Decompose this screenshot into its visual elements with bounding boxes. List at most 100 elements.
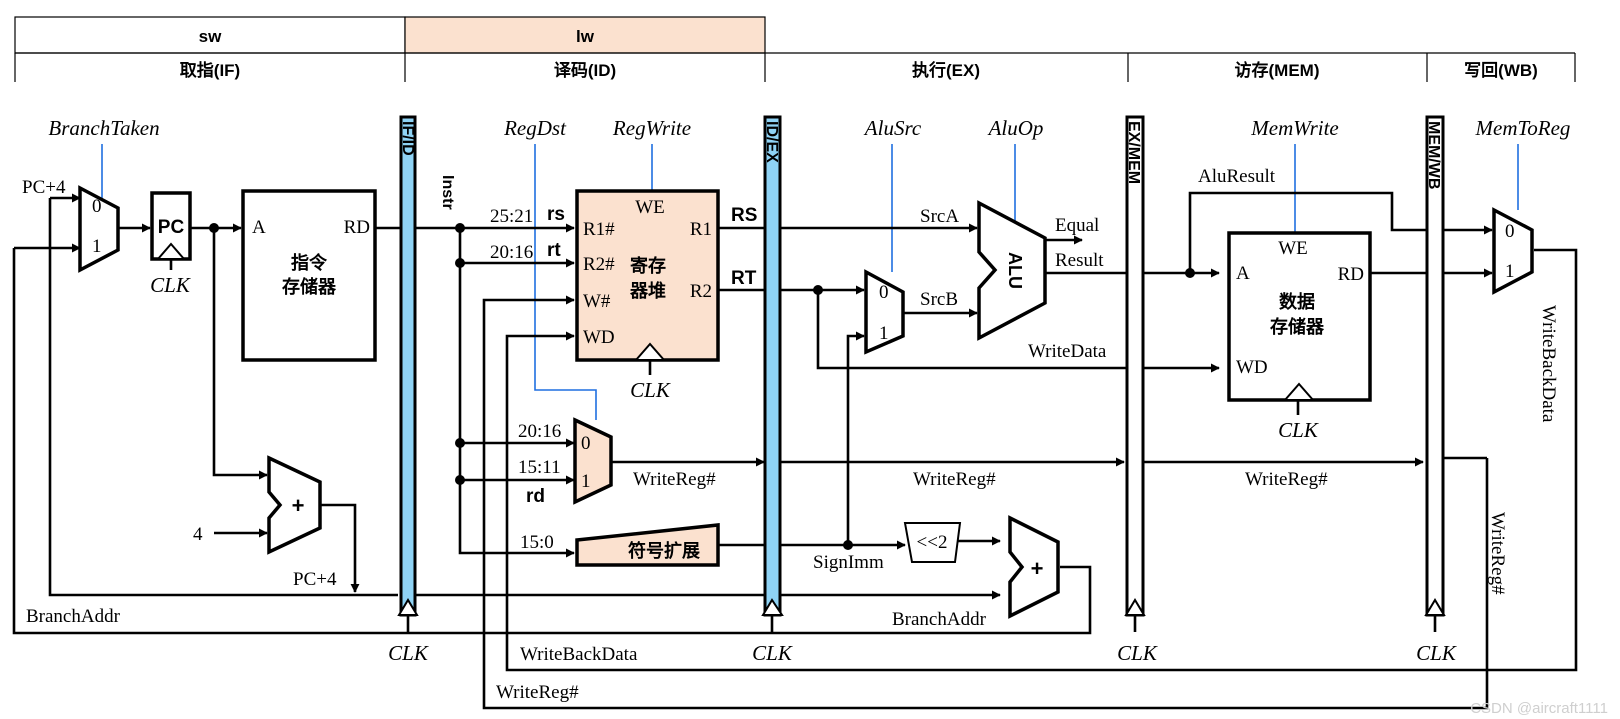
equal-label: Equal [1055,215,1099,236]
branch-adder: + [1008,515,1060,619]
sign-extend: 符号扩展 [575,523,720,567]
write-reg-label-mem: WriteReg# [1245,469,1328,490]
if-id-label: IF/ID [399,121,416,156]
const-four: 4 [193,524,203,545]
pc-plus4-label-2: PC+4 [293,569,337,590]
mem-wb-label: MEM/WB [1425,121,1442,189]
rf-clk: CLK [630,378,671,402]
shift-label: <<2 [917,532,948,553]
mem-to-reg-mux-0: 0 [1505,221,1515,242]
imem-a: A [252,217,266,238]
alu-op-label: AluOp [987,116,1044,140]
rf-r2n: R2# [583,254,615,275]
rf-wd: WD [583,327,615,348]
sign-ext-label: 符号扩展 [628,540,701,561]
ex-mem-clk: CLK [1117,641,1158,665]
alu-src-mux-0: 0 [879,282,889,303]
branch-addr-label-1: BranchAddr [26,606,121,627]
reg-dst-mux: 0 1 [573,417,613,505]
dmem-a: A [1236,263,1250,284]
rf-r2: R2 [690,281,712,302]
branch-addr-label-2: BranchAddr [892,609,987,630]
RS-label: RS [731,205,757,226]
reg-dst-label: RegDst [503,116,567,140]
bits-15-0: 15:0 [520,532,554,553]
imem-title-2: 存储器 [282,276,337,297]
src-b-label: SrcB [920,289,958,310]
ex-mem-register: EX/MEM CLK [1117,115,1158,665]
mem-to-reg-mux: 0 1 [1492,207,1534,295]
pc-mux-1: 1 [92,236,102,257]
dmem-title-1: 数据 [1279,291,1315,312]
rf-title-1: 寄存 [630,255,666,276]
pc-adder: + [267,455,322,555]
shift-left-2: <<2 [903,522,962,563]
RT-label: RT [731,268,757,289]
pc-clk: CLK [150,273,191,297]
branch-taken-label: BranchTaken [48,116,159,140]
write-reg-label-bottom: WriteReg# [496,682,579,703]
rd-label: rd [526,486,545,507]
bits-15-11: 15:11 [518,457,561,478]
alu-src-mux: 0 1 [864,269,905,355]
mem-to-reg-mux-1: 1 [1505,261,1515,282]
rf-r1: R1 [690,219,712,240]
alu-result-label: AluResult [1198,166,1276,187]
pc-adder-plus: + [292,493,305,518]
write-reg-label-wb: WriteReg# [1487,512,1508,595]
if-id-clk: CLK [388,641,429,665]
stage-id: 译码(ID) [554,61,616,80]
dmem-title-2: 存储器 [1270,316,1325,337]
bits-25-21: 25:21 [490,206,533,227]
bits-20-16-b: 20:16 [518,421,561,442]
pc-register: PC CLK [150,191,192,297]
instruction-bar: sw lw [14,16,766,54]
id-ex-label: ID/EX [763,121,780,163]
alu-label: ALU [1005,252,1025,289]
ex-mem-label: EX/MEM [1125,121,1142,184]
write-reg-label-ex: WriteReg# [913,469,996,490]
register-file: WE R1# R2# W# WD R1 R2 寄存 器堆 CLK [575,189,720,402]
control-signals: BranchTaken RegDst RegWrite AluSrc AluOp… [48,116,1570,420]
id-ex-register: ID/EX CLK [752,115,793,665]
alu-src-label: AluSrc [863,116,922,140]
instr-label: Instr [439,175,456,210]
rs-label: rs [547,204,565,225]
mem-write-label: MemWrite [1250,116,1338,140]
watermark: CSDN @aircraft1111 [1470,700,1608,717]
dmem-we: WE [1278,238,1308,259]
instruction-memory: A RD 指令 存储器 [241,189,377,362]
stage-ex: 执行(EX) [912,60,980,80]
result-label: Result [1055,250,1104,271]
alu: ALU [977,200,1047,341]
src-a-label: SrcA [920,206,959,227]
lw-label: lw [576,27,595,46]
pc-plus4-label: PC+4 [22,177,66,198]
write-reg-label-id: WriteReg# [633,469,716,490]
pc-mux-0: 0 [92,196,102,217]
sign-imm-label: SignImm [813,552,884,573]
rt-label: rt [547,240,561,261]
imem-title-1: 指令 [291,252,328,273]
mem-to-reg-label: MemToReg [1475,116,1571,140]
rf-r1n: R1# [583,219,615,240]
data-memory: WE A RD WD 数据 存储器 CLK [1227,231,1372,442]
if-id-register: IF/ID CLK [388,115,429,665]
pc-mux: 0 1 [78,185,120,273]
rf-we: WE [635,197,665,218]
reg-write-label: RegWrite [612,116,691,140]
dmem-rd: RD [1338,264,1364,285]
mem-wb-clk: CLK [1416,641,1457,665]
write-back-data-label-wb: WriteBackData [1538,305,1559,423]
pc-label: PC [158,217,185,238]
reg-dst-mux-1: 1 [581,471,591,492]
dmem-clk: CLK [1278,418,1319,442]
stage-header: 取指(IF) 译码(ID) 执行(EX) 访存(MEM) 写回(WB) [14,52,1576,82]
write-back-data-label-1: WriteBackData [520,644,638,665]
rf-wn: W# [583,291,611,312]
branch-adder-plus: + [1031,556,1044,581]
rf-title-2: 器堆 [629,280,666,301]
lw-cell [404,16,766,54]
sw-label: sw [199,27,222,46]
